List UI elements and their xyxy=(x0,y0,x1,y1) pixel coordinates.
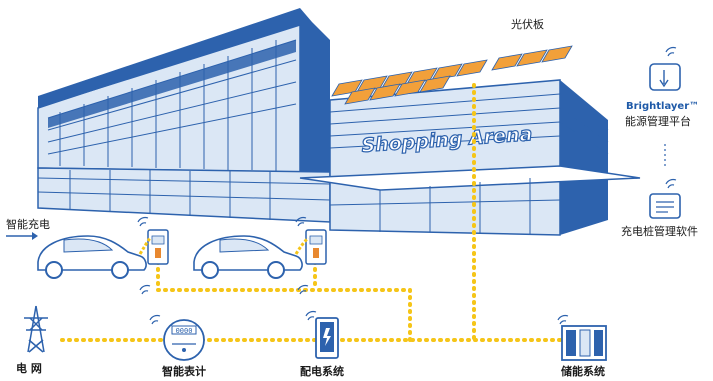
distribution-cabinet-icon xyxy=(315,317,339,359)
smart-meter-label: 智能表计 xyxy=(162,365,206,378)
storage-label: 储能系统 xyxy=(561,365,605,378)
charger-1 xyxy=(138,229,169,265)
smart-charging-label: 智能充电 xyxy=(6,218,50,231)
ems-touch-icon xyxy=(649,63,681,91)
smart-meter-icon: 0000 xyxy=(163,319,205,361)
car-1 xyxy=(37,235,147,279)
brand-label: Brightlayer™ xyxy=(626,101,700,112)
car-2 xyxy=(193,235,303,279)
meter-display: 0000 xyxy=(176,327,193,335)
ems-label: 能源管理平台 xyxy=(625,115,691,128)
arrow-right-icon xyxy=(6,232,38,240)
charger-software-icon xyxy=(649,193,681,219)
grid-label: 电 网 xyxy=(16,362,42,375)
battery-storage-icon xyxy=(561,325,607,361)
solar-panel-label: 光伏板 xyxy=(511,18,544,31)
distribution-label: 配电系统 xyxy=(300,365,344,378)
charger-software-label: 充电桩管理软件 xyxy=(621,225,698,238)
solar-panels xyxy=(331,45,573,105)
transmission-tower-icon xyxy=(24,305,48,353)
wireless-icon xyxy=(137,46,677,325)
shopping-arena-building: Shopping Arena xyxy=(37,8,641,236)
charger-2 xyxy=(294,229,327,265)
